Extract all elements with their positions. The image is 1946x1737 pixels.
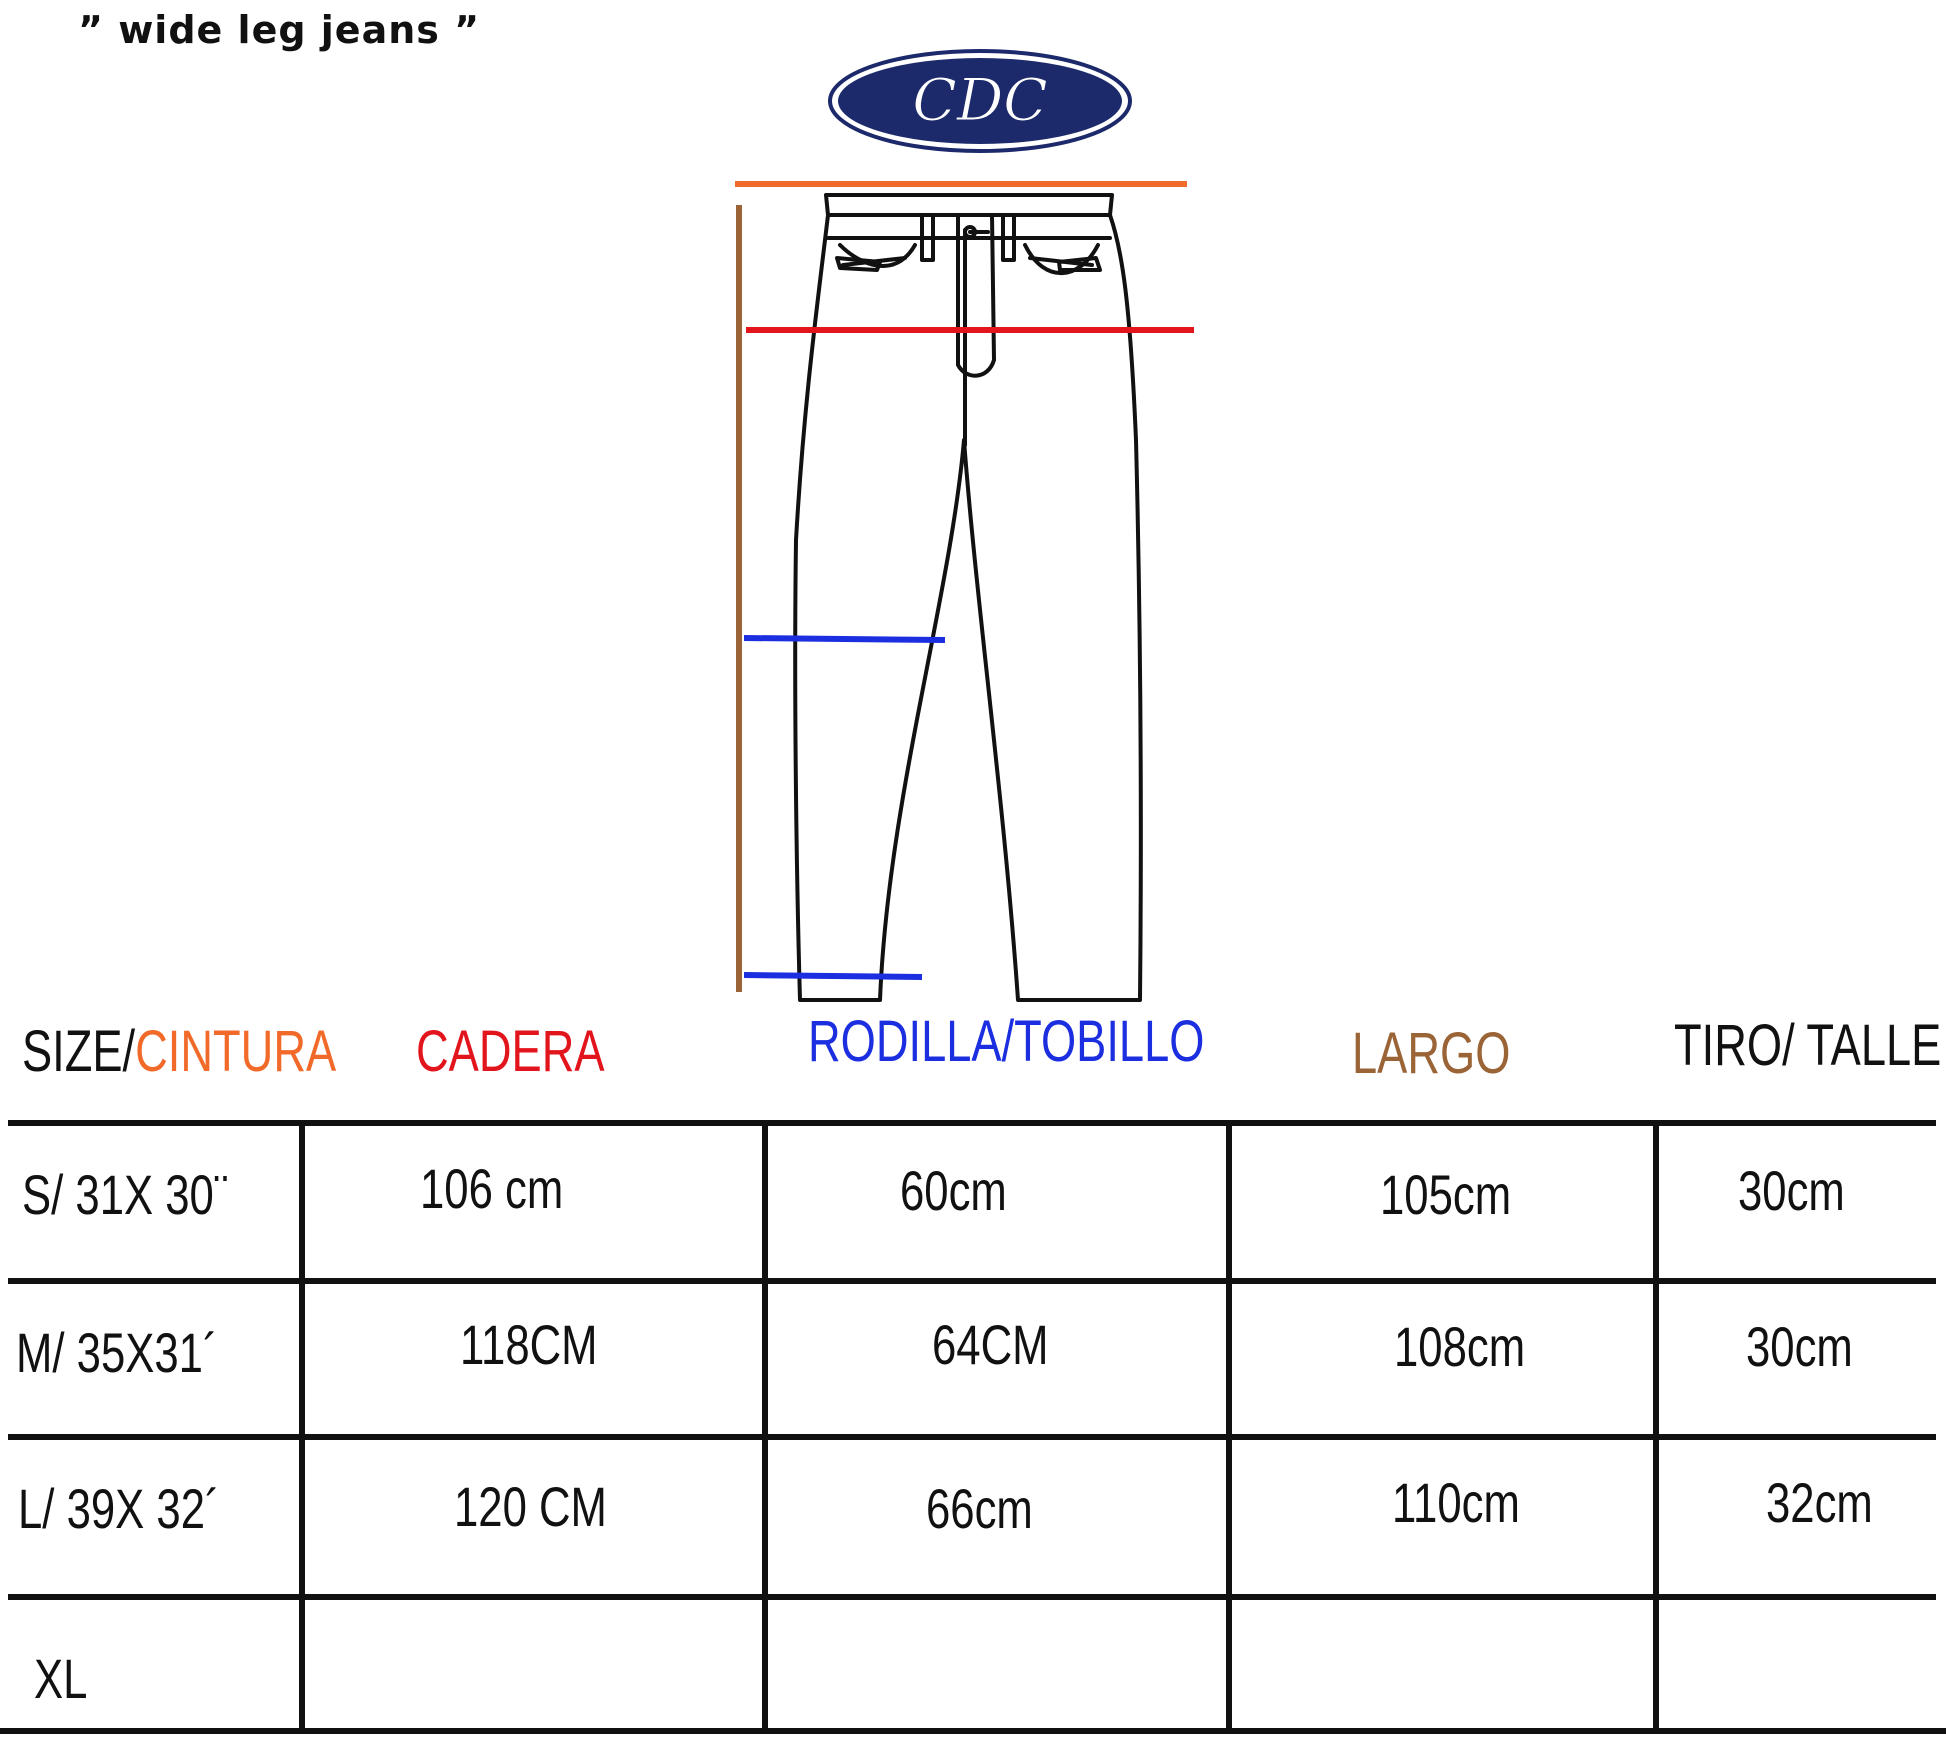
table-divider: [1653, 1122, 1659, 1732]
cell-cadera: 120 CM: [454, 1475, 607, 1538]
cell-rodilla: 66cm: [926, 1477, 1033, 1540]
table-divider: [1226, 1122, 1232, 1732]
cell-tiro: 30cm: [1738, 1159, 1845, 1222]
header-cintura: CINTURA: [135, 1019, 337, 1084]
table-rule: [0, 1728, 1946, 1734]
cell-tiro: 32cm: [1766, 1471, 1873, 1534]
header-cadera: CADERA: [416, 1019, 605, 1084]
cell-rodilla: 60cm: [900, 1159, 1007, 1222]
cell-largo: 110cm: [1392, 1471, 1520, 1534]
cell-size: XL: [34, 1647, 88, 1710]
header-tiro-talle: TIRO/ TALLE: [1674, 1013, 1942, 1078]
cell-tiro: 30cm: [1746, 1315, 1853, 1378]
cdc-logo: CDC: [828, 49, 1132, 153]
tobillo-measure-line: [743, 972, 923, 980]
cell-largo: 108cm: [1394, 1315, 1526, 1378]
jeans-measurement-diagram: [735, 181, 1194, 1002]
table-divider: [299, 1122, 305, 1732]
header-size-cintura: SIZE/CINTURA: [22, 1018, 336, 1118]
header-largo: LARGO: [1352, 1021, 1511, 1086]
cell-cadera: 106 cm: [420, 1157, 564, 1220]
cell-largo: 105cm: [1380, 1163, 1512, 1226]
table-rule: [8, 1278, 1936, 1284]
table-rule: [8, 1434, 1936, 1440]
rodilla-measure-line: [743, 635, 946, 643]
header-rodilla-tobillo: RODILLA/TOBILLO: [808, 1009, 1205, 1074]
cell-rodilla: 64CM: [932, 1313, 1049, 1376]
cell-size: L/ 39X 32´: [18, 1477, 220, 1540]
product-title: ” wide leg jeans ”: [78, 8, 481, 52]
cell-cadera: 118CM: [460, 1313, 598, 1376]
table-divider: [762, 1122, 768, 1732]
header-size: SIZE/: [22, 1019, 136, 1084]
table-rule: [8, 1120, 1936, 1126]
cell-size: S/ 31X 30¨: [22, 1163, 229, 1226]
jeans-outline: [793, 193, 1143, 1002]
cell-size: M/ 35X31´: [16, 1321, 218, 1384]
table-rule: [8, 1594, 1936, 1600]
logo-text: CDC: [912, 66, 1047, 134]
